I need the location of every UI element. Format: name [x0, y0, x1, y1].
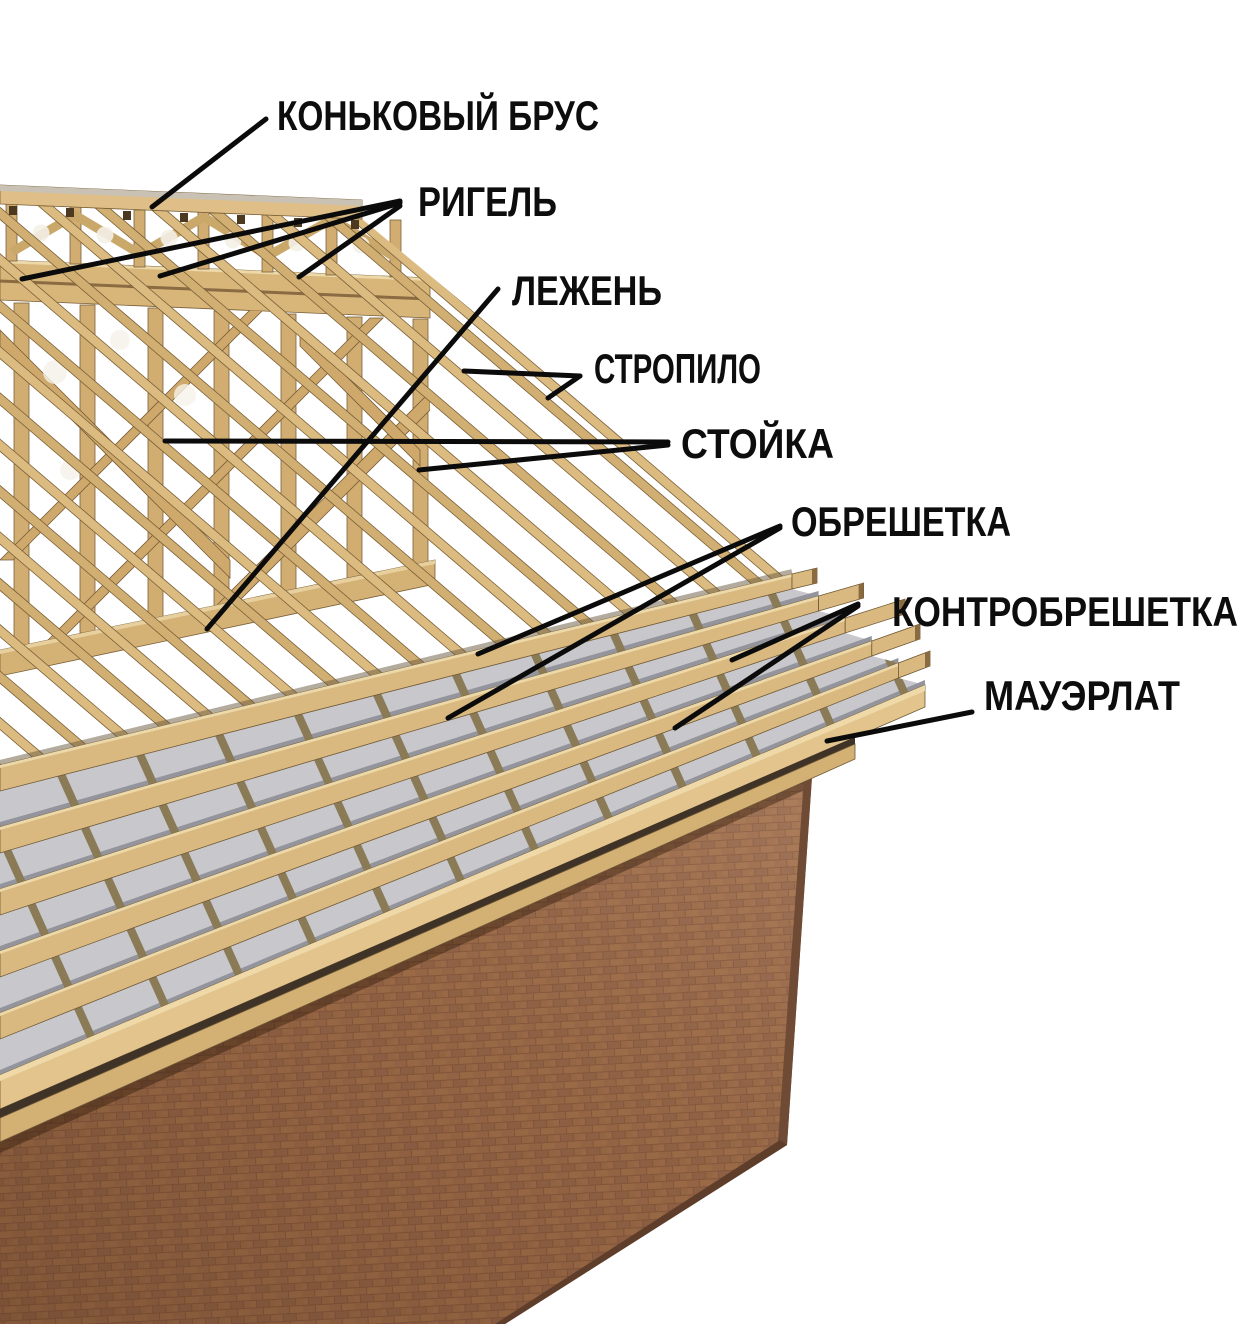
- brick-wall: [0, 777, 812, 1324]
- ridge-beam: [0, 184, 363, 229]
- eave-fascia: [0, 684, 926, 1110]
- wall-top-shadow: [0, 777, 812, 1153]
- label-stoyka: СТОЙКА: [681, 419, 834, 467]
- wall-front-face-shade: [0, 777, 812, 1324]
- leader-rigel: [19, 198, 403, 282]
- label-stropilo: СТРОПИЛО: [594, 345, 761, 392]
- label-obreshetka: ОБРЕШЕТКА: [791, 498, 1011, 545]
- batten-end-caps: [812, 568, 930, 668]
- battens-group: [0, 573, 899, 1040]
- label-rigel: РИГЕЛЬ: [418, 178, 557, 225]
- leaders: [19, 116, 975, 744]
- leader-obreshetka: [445, 523, 783, 721]
- leader-mauerlat: [824, 709, 975, 744]
- label-mauerlat: МАУЭРЛАТ: [984, 672, 1180, 719]
- label-kontrobreshetka: КОНТРОБРЕШЕТКА: [892, 588, 1238, 635]
- eave-shadow-gap: [0, 737, 855, 1118]
- wall-bottom-edge: [495, 1140, 787, 1324]
- leader-kontrobreshetka: [672, 601, 861, 731]
- label-lezhen: ЛЕЖЕНЬ: [512, 267, 662, 314]
- leader-lezhen: [204, 286, 501, 632]
- leader-konkovy-brus: [149, 116, 269, 210]
- leader-stoyka: [162, 438, 671, 473]
- frame-holes: [43, 330, 196, 480]
- batten-ends: [791, 567, 931, 679]
- batten-highlights: [0, 574, 899, 1016]
- deck-top-shadow: [0, 569, 793, 766]
- labels: КОНЬКОВЫЙ БРУС РИГЕЛЬ ЛЕЖЕНЬ СТРОПИЛО СТ…: [277, 91, 1238, 719]
- mauerlat-beam: [0, 743, 856, 1143]
- leader-stropilo: [461, 368, 583, 401]
- wall-right-edge: [778, 777, 812, 1145]
- label-konkovy-brus: КОНЬКОВЫЙ БРУС: [277, 91, 599, 139]
